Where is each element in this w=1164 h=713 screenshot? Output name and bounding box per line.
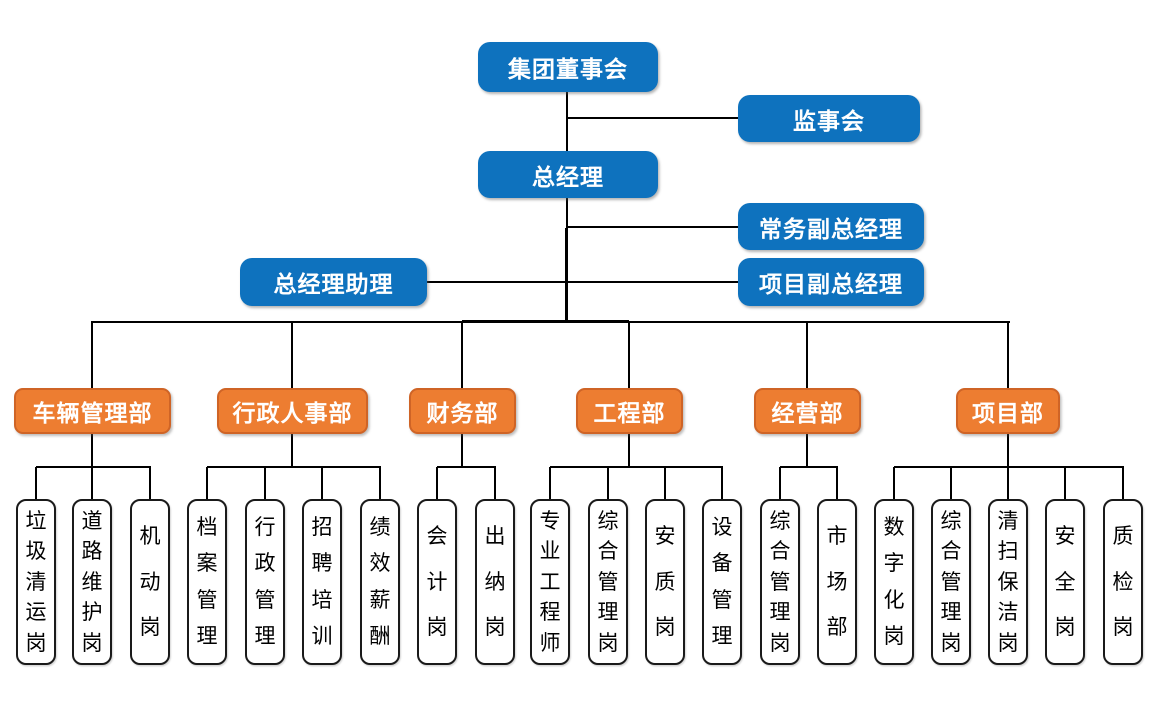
connector-line (1007, 322, 1009, 388)
connector-line (91, 467, 93, 499)
connector-line (664, 467, 666, 499)
position-box: 质检岗 (1103, 499, 1143, 665)
connector-line (264, 467, 266, 499)
connector-line (149, 467, 151, 499)
connector-line (436, 467, 438, 499)
connector-line (91, 322, 93, 388)
board-box: 集团董事会 (478, 42, 658, 92)
connector-line (461, 434, 463, 467)
position-box: 出纳岗 (475, 499, 515, 665)
connector-line (549, 467, 551, 499)
project-deputy-gm-box: 项目副总经理 (738, 258, 924, 306)
connector-line (836, 467, 838, 499)
position-box: 设备管理 (702, 499, 742, 665)
position-box: 专业工程师 (530, 499, 570, 665)
supervisory-board-box: 监事会 (738, 95, 920, 142)
connector-line (494, 467, 496, 499)
connector-line (566, 198, 568, 228)
connector-line (321, 467, 323, 499)
connector-line (893, 467, 895, 499)
position-box: 安全岗 (1045, 499, 1085, 665)
connector-line (35, 467, 37, 499)
connector-line (1007, 434, 1009, 467)
position-box: 综合管理岗 (931, 499, 971, 665)
connector-line (1064, 467, 1066, 499)
connector-line (565, 228, 568, 322)
dept-operations: 经营部 (754, 388, 861, 434)
position-box: 会计岗 (417, 499, 457, 665)
connector-line (806, 322, 808, 388)
connector-line (206, 467, 208, 499)
dept-project: 项目部 (956, 388, 1060, 434)
connector-line (894, 466, 1124, 468)
connector-line (721, 467, 723, 499)
position-box: 绩效薪酬 (360, 499, 400, 665)
connector-line (291, 434, 293, 467)
position-box: 综合管理岗 (760, 499, 800, 665)
connector-line (566, 92, 568, 151)
dept-vehicle-management: 车辆管理部 (14, 388, 171, 434)
position-box: 档案管理 (187, 499, 227, 665)
connector-line (950, 467, 952, 499)
connector-line (462, 320, 629, 323)
connector-line (291, 322, 293, 388)
connector-line (628, 322, 630, 388)
connector-line (607, 467, 609, 499)
connector-line (1007, 467, 1009, 499)
connector-line (779, 467, 781, 499)
connector-line (806, 434, 808, 467)
position-box: 垃圾清运岗 (16, 499, 56, 665)
connector-line (1122, 467, 1124, 499)
position-box: 清扫保洁岗 (988, 499, 1028, 665)
connector-line (567, 226, 738, 228)
connector-line (780, 466, 838, 468)
connector-line (628, 434, 630, 467)
dept-engineering: 工程部 (576, 388, 683, 434)
connector-line (461, 322, 463, 388)
connector-line (550, 466, 723, 468)
gm-assistant-box: 总经理助理 (240, 258, 427, 306)
dept-finance: 财务部 (409, 388, 516, 434)
executive-deputy-gm-box: 常务副总经理 (738, 203, 924, 250)
connector-line (207, 466, 381, 468)
connector-line (427, 281, 738, 283)
connector-line (567, 117, 738, 119)
general-manager-box: 总经理 (478, 151, 658, 198)
connector-line (36, 466, 151, 468)
position-box: 市场部 (817, 499, 857, 665)
position-box: 机动岗 (130, 499, 170, 665)
dept-admin-hr: 行政人事部 (217, 388, 368, 434)
position-box: 招聘培训 (302, 499, 342, 665)
connector-line (437, 466, 496, 468)
position-box: 安质岗 (645, 499, 685, 665)
position-box: 行政管理 (245, 499, 285, 665)
connector-line (379, 467, 381, 499)
position-box: 综合管理岗 (588, 499, 628, 665)
position-box: 道路维护岗 (72, 499, 112, 665)
connector-line (91, 434, 93, 467)
position-box: 数字化岗 (874, 499, 914, 665)
